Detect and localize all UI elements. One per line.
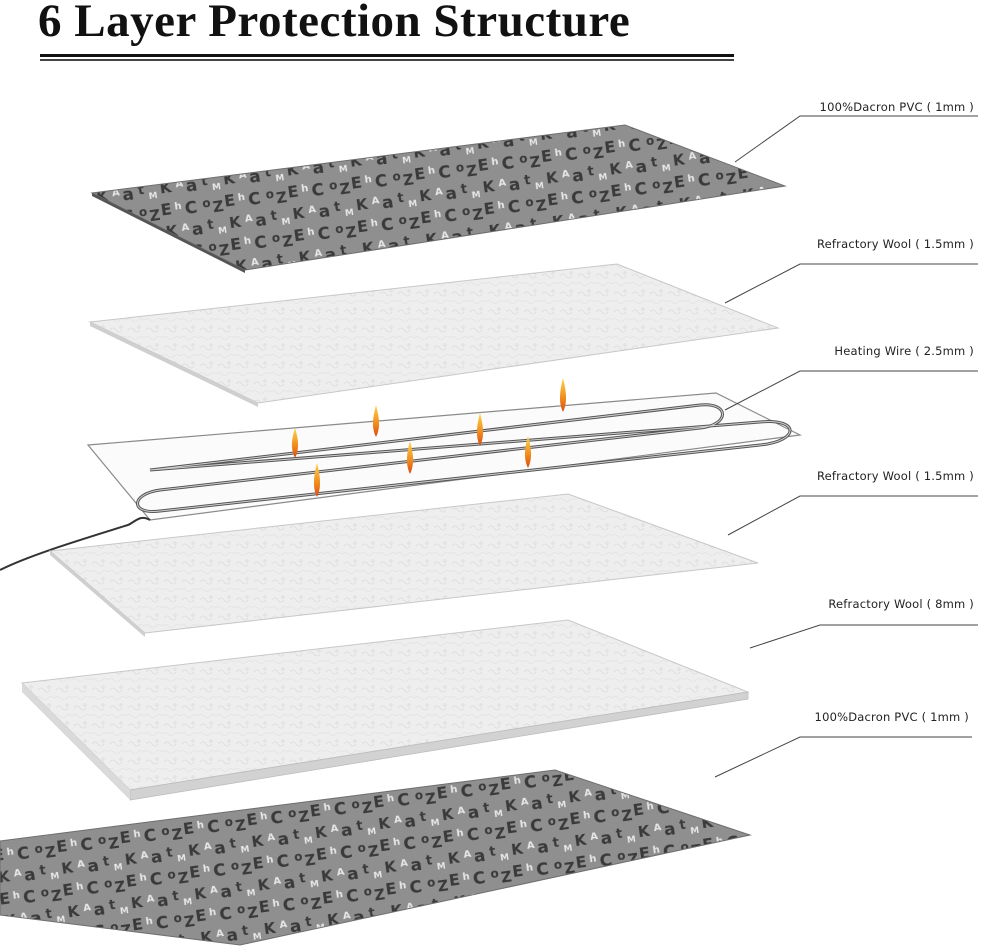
flame-icon: [313, 463, 321, 497]
layer-5-refractory-wool-sheet: [20, 619, 750, 801]
svg-text:100%Dacron PVC ( 1mm ): 100%Dacron PVC ( 1mm ): [815, 710, 969, 724]
svg-text:Refractory Wool ( 1.5mm ): Refractory Wool ( 1.5mm ): [817, 237, 974, 251]
diagram-title: 6 Layer Protection Structure: [38, 0, 631, 47]
flame-icons: [291, 378, 567, 497]
flame-icon: [372, 405, 380, 437]
title-underline: [40, 54, 734, 61]
label-layer-1: 100%Dacron PVC ( 1mm ): [734, 100, 978, 163]
layer-1-dacron-pvc-sheet: [90, 124, 787, 273]
label-layer-6: 100%Dacron PVC ( 1mm ): [714, 710, 972, 778]
label-layer-2: Refractory Wool ( 1.5mm ): [724, 237, 978, 304]
layer-2-refractory-wool-sheet: [88, 263, 780, 407]
svg-text:Heating Wire ( 2.5mm ): Heating Wire ( 2.5mm ): [834, 344, 974, 358]
layer-labels: 100%Dacron PVC ( 1mm ) Refractory Wool (…: [714, 100, 978, 778]
layer-3-heating-wire: [0, 378, 803, 571]
flame-icon: [559, 378, 567, 412]
flame-icon: [524, 436, 532, 468]
flame-icon: [291, 428, 299, 458]
svg-text:100%Dacron PVC ( 1mm ): 100%Dacron PVC ( 1mm ): [820, 100, 974, 114]
flame-icon: [406, 441, 414, 474]
label-layer-4: Refractory Wool ( 1.5mm ): [727, 469, 978, 536]
flame-icon: [476, 413, 484, 446]
label-layer-3: Heating Wire ( 2.5mm ): [724, 344, 978, 411]
svg-text:Refractory Wool ( 8mm ): Refractory Wool ( 8mm ): [828, 597, 974, 611]
svg-text:Refractory Wool ( 1.5mm ): Refractory Wool ( 1.5mm ): [817, 469, 974, 483]
layer-4-refractory-wool-sheet: [48, 493, 759, 637]
layer-6-dacron-pvc-sheet: [0, 769, 752, 946]
label-layer-5: Refractory Wool ( 8mm ): [749, 597, 978, 649]
